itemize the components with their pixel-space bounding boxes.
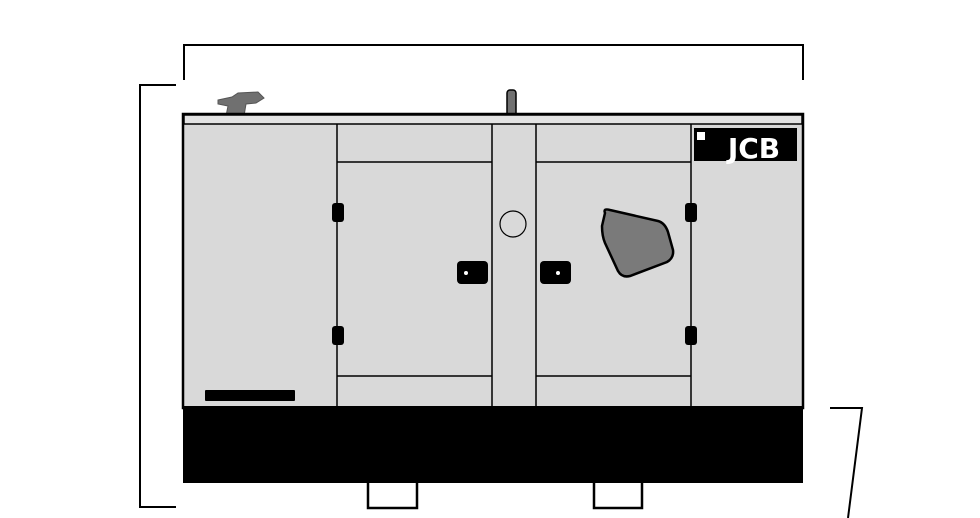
length-dimension-line [183, 44, 804, 80]
jcb-logo: JCB [694, 128, 797, 165]
control-panel-window [600, 208, 675, 278]
height-dimension-line [139, 84, 176, 508]
exhaust-outlet [217, 91, 265, 117]
forklift-pockets [366, 483, 644, 510]
enclosure-roof [183, 114, 803, 125]
round-port [499, 210, 527, 238]
enclosure-body [181, 112, 805, 410]
panel-dividers [336, 124, 692, 406]
door-handle-right [540, 261, 571, 284]
svg-text:JCB: JCB [726, 132, 780, 165]
door-hinges [332, 203, 697, 345]
width-dimension-line [830, 407, 864, 518]
door-handle-left [457, 261, 488, 284]
vent-slot [205, 390, 295, 401]
base-frame [183, 406, 803, 483]
